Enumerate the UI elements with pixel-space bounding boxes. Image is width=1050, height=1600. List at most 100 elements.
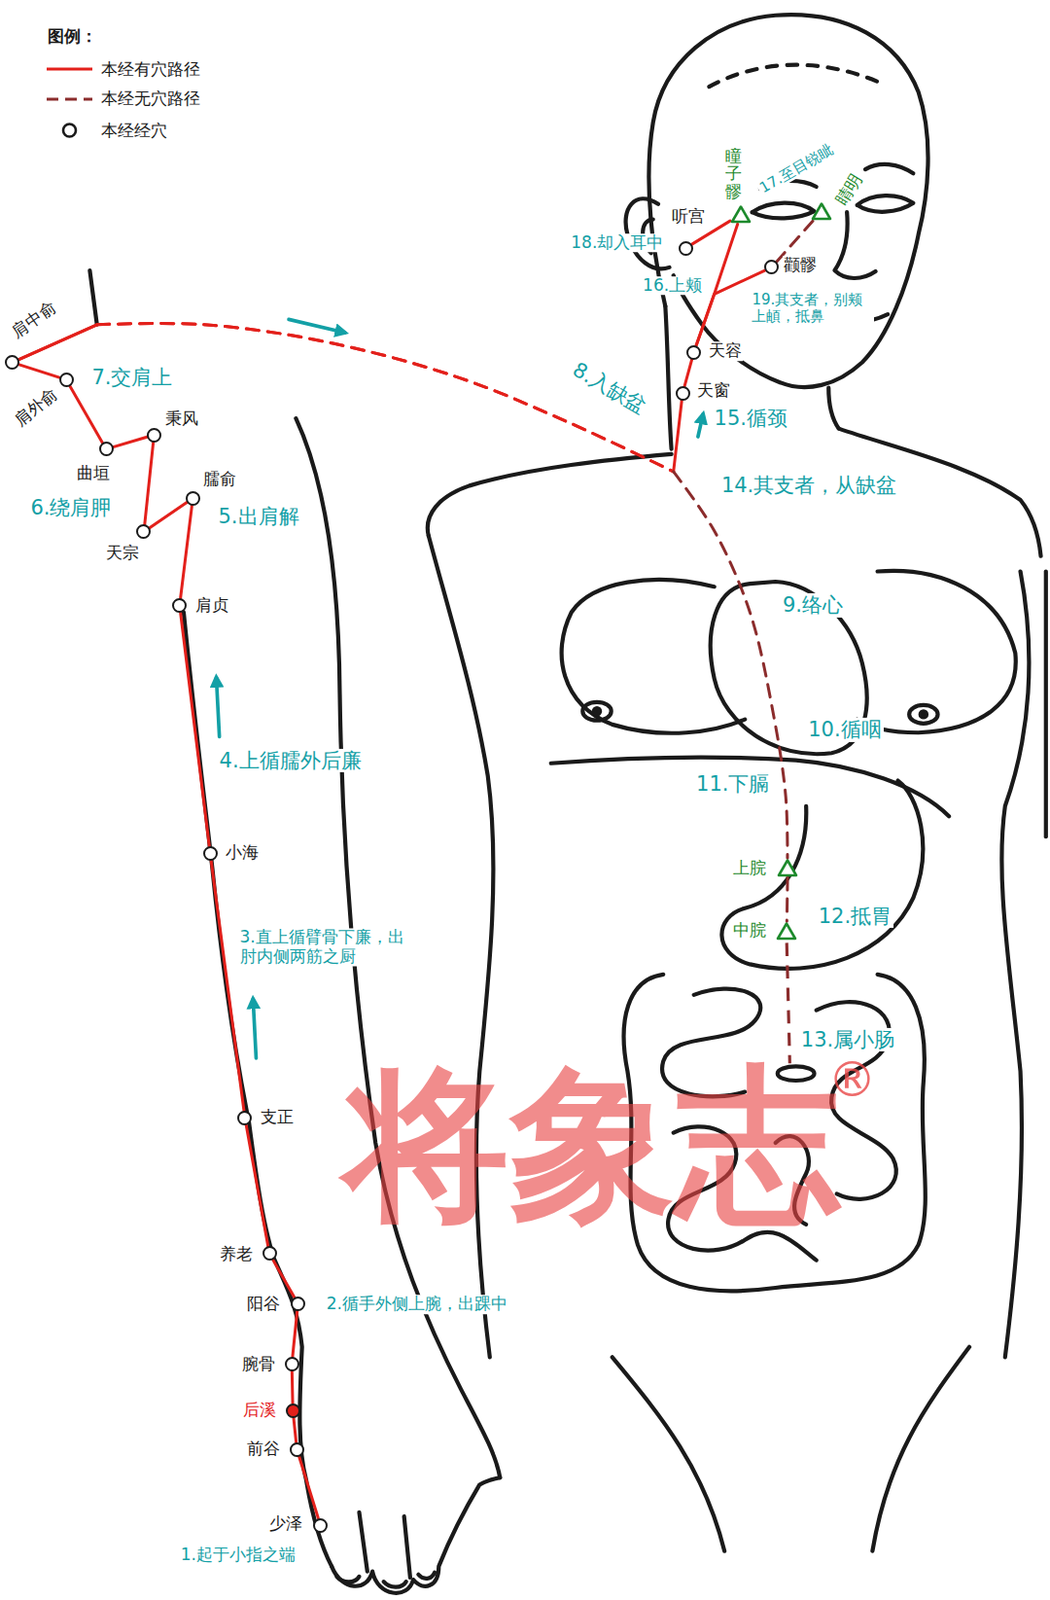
meridian-path: [786, 876, 789, 921]
watermark: 将象志: [342, 1060, 842, 1226]
meridian-path: [112, 436, 147, 447]
body-outline: [665, 306, 671, 450]
callout-text: 16.上颊: [640, 276, 704, 296]
direction-arrow: [216, 677, 220, 737]
acupoint-circle: 肩贞: [172, 597, 187, 613]
acupoint-name: 颧髎: [782, 256, 818, 277]
body-outline: [331, 1476, 500, 1593]
body-outline: [89, 14, 1046, 1593]
body-outline: [612, 1356, 725, 1550]
callout-text: 9.络心: [780, 593, 845, 617]
acupoint-circle: 颧髎: [764, 259, 779, 275]
callout-text: 11.下膈: [694, 771, 771, 796]
meridian-path: [292, 1310, 298, 1357]
body-outline: [835, 211, 876, 279]
meridian-path: [210, 860, 245, 1111]
triangle-outline: [775, 920, 798, 941]
body-outline: [909, 704, 938, 724]
internal-meridian-path: [786, 942, 790, 1063]
acupoint-name: 后溪: [242, 1400, 278, 1420]
meridian-path: [273, 1259, 295, 1296]
meridian-path: [70, 385, 103, 443]
callout-text: 12.抵胃: [816, 903, 894, 927]
body-outline: [404, 1515, 411, 1577]
legend-sample: [45, 59, 94, 79]
acupoint-name: 曲垣: [75, 464, 111, 485]
acupoint-circle: 腕骨: [284, 1356, 300, 1371]
meridian-path: [149, 501, 187, 527]
meridian-path: [210, 860, 245, 1111]
body-outline: [872, 1346, 970, 1551]
body-outline: [857, 570, 1016, 733]
meridian-path: [290, 1370, 295, 1403]
callout-text: 15.循颈: [712, 406, 790, 430]
callout-text: 5.出肩解: [216, 504, 302, 528]
legend-row: 本经无穴路径: [45, 89, 201, 109]
meridian-path: [144, 442, 154, 525]
acupoint-circle: 听宫: [678, 241, 694, 256]
meridian-path: [673, 471, 788, 858]
direction-arrow: [288, 318, 346, 333]
meridian-path: [673, 400, 683, 472]
acupoint-name: 前谷: [245, 1438, 281, 1459]
meridian-path: [291, 1370, 294, 1403]
callout-text: 14.其支者，从缺盆: [719, 472, 899, 496]
acupoint-circle: 阳谷: [290, 1295, 306, 1311]
meridian-path: [273, 1259, 295, 1296]
meridian-path: [149, 501, 187, 527]
acupoint-name: 天窗: [696, 382, 732, 402]
body-outline: [594, 707, 600, 714]
acupoint-name: 瞳子髎: [725, 146, 742, 202]
body-outline: [551, 757, 949, 817]
legend-text: 本经经穴: [101, 121, 168, 141]
hair-line: [708, 65, 877, 87]
legend-sample: [46, 97, 93, 101]
body-outline: [89, 270, 97, 325]
legend-row: 本经有穴路径: [45, 59, 201, 79]
acupoint-circle: 肩外俞: [59, 372, 74, 387]
direction-arrow: [252, 998, 256, 1058]
acupoint-name: 秉风: [164, 409, 200, 429]
internal-meridian-path: [786, 942, 790, 1063]
organ-outline: [721, 780, 923, 969]
triangle-outline: [777, 923, 796, 940]
meridian-path: [684, 358, 693, 386]
acupoint-circle: 天窗: [675, 385, 691, 401]
direction-arrow: [216, 318, 704, 1058]
trademark-sign: ®: [825, 1054, 878, 1104]
acupoint-circle: 秉风: [146, 427, 162, 443]
acupoint-name: 臑俞: [202, 469, 238, 490]
body-outline: [857, 195, 914, 212]
triangle-outline: [810, 201, 833, 221]
body-outline: [865, 164, 913, 174]
body-outline: [336, 1575, 359, 1582]
legend-sample: [63, 124, 76, 138]
acupoint-circle: 天容: [686, 345, 701, 360]
acupoint-name: 阳谷: [245, 1294, 281, 1314]
acupoint-circle: 少泽: [313, 1517, 328, 1533]
legend-sample: [46, 68, 93, 71]
triangle-outline: [730, 204, 752, 224]
acupoint-name: 天宗: [105, 544, 140, 564]
body-outline: [418, 1572, 435, 1578]
meridian-path: [293, 1417, 297, 1442]
acupoint-name: 少泽: [268, 1514, 304, 1535]
body-outline: [384, 1580, 407, 1587]
body-outline: [428, 535, 494, 1358]
callout-text: 7.交肩上: [89, 365, 175, 389]
callout-text: 2.循手外侧上腕，出踝中: [324, 1295, 510, 1315]
acupoint-name: 小海: [224, 842, 260, 863]
meridian-path: [245, 1124, 269, 1247]
acupoint-circle: 天宗: [136, 524, 151, 539]
acupoint-circle: 养老: [262, 1245, 278, 1260]
meridian-path: [684, 358, 693, 386]
meridian-path: [180, 505, 193, 598]
callout-text: 13.属小肠: [799, 1026, 897, 1050]
acupoint-name: 肩中俞: [7, 297, 62, 343]
meridian-path: [97, 323, 674, 472]
meridian-path: [112, 436, 147, 447]
callout-text: 18.却入耳中: [568, 233, 665, 253]
meridian-path: [245, 1124, 269, 1247]
body-outline: [582, 701, 611, 721]
